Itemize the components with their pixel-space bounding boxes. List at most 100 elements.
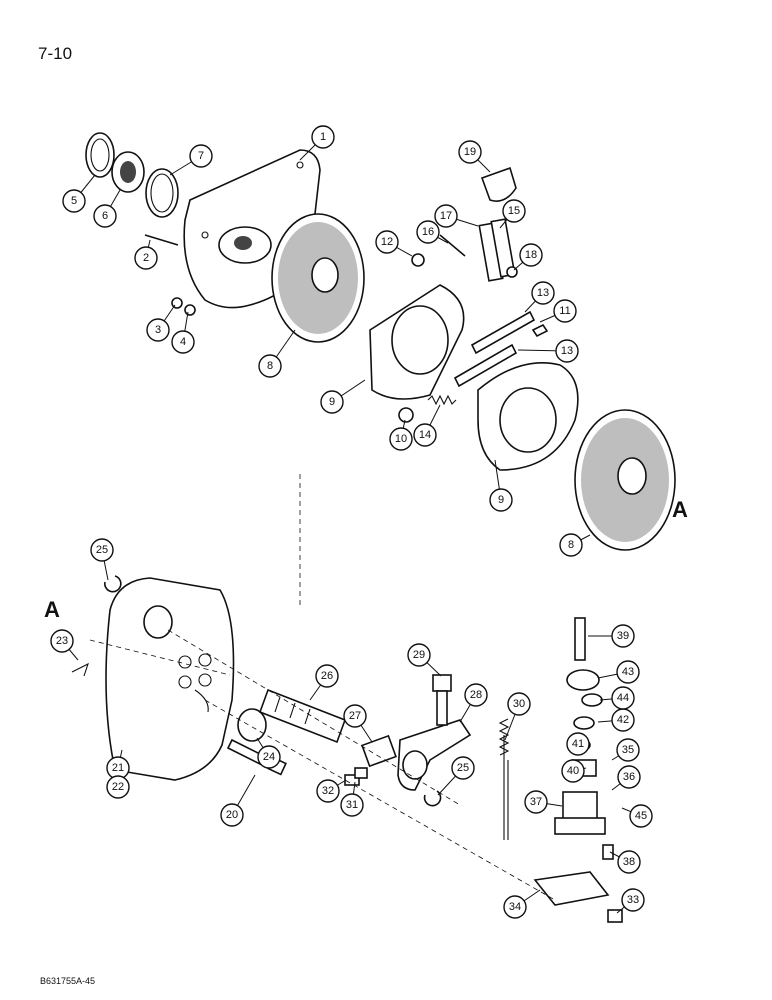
callout-45: 45	[629, 804, 653, 828]
svg-text:45: 45	[635, 810, 647, 822]
callout-37: 37	[524, 790, 548, 814]
splined-shaft	[258, 688, 347, 744]
svg-text:21: 21	[112, 762, 124, 774]
body-37	[554, 791, 606, 835]
seal-24	[237, 708, 267, 742]
callout-11: 11	[553, 299, 577, 323]
svg-text:12: 12	[381, 236, 393, 248]
svg-text:25: 25	[457, 762, 469, 774]
svg-text:44: 44	[617, 692, 629, 704]
callout-6: 6	[93, 204, 117, 228]
svg-text:24: 24	[263, 751, 275, 763]
callout-13: 13	[555, 339, 579, 363]
callout-25: 25	[451, 756, 475, 780]
o-ring	[145, 168, 179, 218]
callout-10: 10	[389, 427, 413, 451]
callout-17: 17	[434, 204, 458, 228]
svg-text:11: 11	[559, 305, 570, 317]
svg-text:5: 5	[71, 195, 77, 207]
reference-code: B631755A-45	[40, 976, 96, 986]
svg-text:6: 6	[102, 210, 108, 222]
callout-40: 40	[561, 759, 585, 783]
callout-5: 5	[62, 189, 86, 213]
section-mark-2: A	[44, 597, 60, 622]
svg-text:10: 10	[395, 433, 407, 445]
callout-2: 2	[134, 246, 158, 270]
brake-disc-upper	[271, 213, 365, 343]
callout-26: 26	[315, 664, 339, 688]
steel-ball	[398, 407, 414, 423]
svg-text:23: 23	[56, 635, 68, 647]
svg-text:4: 4	[180, 336, 186, 348]
svg-text:35: 35	[622, 744, 634, 756]
svg-text:43: 43	[622, 666, 634, 678]
callout-30: 30	[507, 692, 531, 716]
bolt-29	[432, 674, 452, 726]
svg-text:2: 2	[143, 252, 149, 264]
callout-27: 27	[343, 704, 367, 728]
svg-text:15: 15	[508, 205, 520, 217]
callout-12: 12	[375, 230, 399, 254]
svg-text:9: 9	[329, 396, 335, 408]
bearing	[111, 151, 145, 193]
bushing-27	[361, 734, 397, 768]
svg-text:36: 36	[623, 771, 635, 783]
svg-text:38: 38	[623, 856, 635, 868]
callout-41: 41	[566, 732, 590, 756]
svg-text:34: 34	[509, 901, 521, 913]
svg-text:37: 37	[530, 796, 542, 808]
spring-30	[498, 718, 510, 840]
svg-text:14: 14	[419, 429, 431, 441]
callout-21: 21	[106, 756, 130, 780]
svg-text:27: 27	[349, 710, 361, 722]
section-mark-1: A	[672, 497, 688, 522]
actuator-plate-upper	[369, 284, 465, 400]
callout-34: 34	[503, 895, 527, 919]
pin-39	[574, 617, 586, 661]
brake-lever	[397, 719, 472, 791]
svg-text:13: 13	[561, 345, 573, 357]
cam-lever	[480, 166, 517, 202]
seal-ring	[85, 132, 115, 178]
callout-29: 29	[407, 643, 431, 667]
callout-24: 24	[257, 745, 281, 769]
callout-15: 15	[502, 199, 526, 223]
washer-and-nut	[171, 297, 196, 316]
svg-text:3: 3	[155, 324, 161, 336]
svg-text:41: 41	[572, 738, 584, 750]
svg-text:19: 19	[464, 146, 476, 158]
callout-38: 38	[617, 850, 641, 874]
housing	[105, 577, 235, 781]
callout-22: 22	[106, 775, 130, 799]
callout-35: 35	[616, 738, 640, 762]
svg-text:8: 8	[267, 360, 273, 372]
callout-16: 16	[416, 220, 440, 244]
cotter-pin	[71, 662, 89, 677]
bracket-34	[533, 871, 610, 906]
callout-18: 18	[519, 243, 543, 267]
svg-text:40: 40	[567, 765, 579, 777]
callout-23: 23	[50, 629, 74, 653]
callout-19: 19	[458, 140, 482, 164]
svg-text:28: 28	[470, 689, 482, 701]
callout-33: 33	[621, 888, 645, 912]
svg-text:17: 17	[440, 210, 452, 222]
callout-32: 32	[316, 779, 340, 803]
svg-text:25: 25	[96, 544, 108, 556]
svg-text:29: 29	[413, 649, 425, 661]
callout-7: 7	[189, 144, 213, 168]
callout-9: 9	[320, 390, 344, 414]
cap-43	[566, 669, 600, 691]
callout-43: 43	[616, 660, 640, 684]
return-spring	[427, 394, 457, 406]
callout-1: 1	[311, 125, 335, 149]
svg-text:22: 22	[112, 781, 124, 793]
svg-text:39: 39	[617, 630, 629, 642]
callout-31: 31	[340, 793, 364, 817]
page-number: 7-10	[38, 44, 73, 63]
svg-text:42: 42	[617, 714, 629, 726]
callout-14: 14	[413, 423, 437, 447]
actuator-plate-lower	[477, 362, 579, 471]
nut-12	[411, 253, 425, 267]
svg-text:9: 9	[498, 494, 504, 506]
